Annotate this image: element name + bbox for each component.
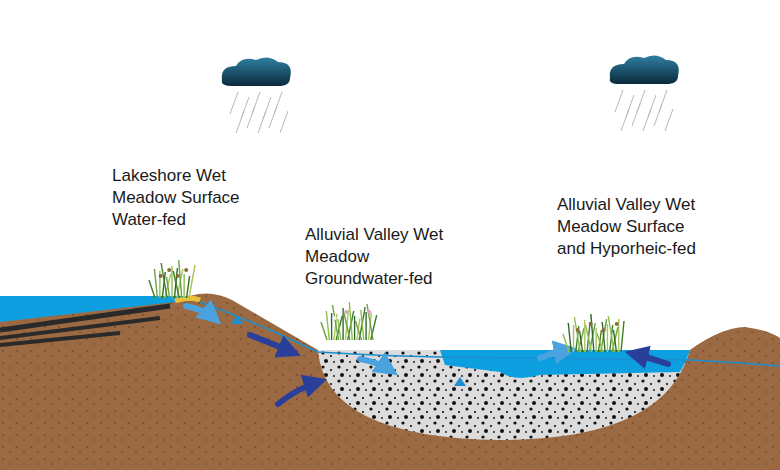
water-table-marker: [454, 377, 466, 386]
valley-water: [440, 350, 690, 378]
rain-streaks: [230, 90, 673, 133]
rain-cloud: [222, 57, 291, 86]
flow-arrows: [186, 306, 668, 404]
meadow-type-label: Alluvial Valley Wet Meadow Groundwater-f…: [305, 224, 455, 290]
water-table-marker: [231, 315, 243, 324]
alluvial-gravel: [318, 350, 690, 440]
meadow-type-label: Lakeshore Wet Meadow Surface Water-fed: [112, 165, 262, 231]
ground-soil: [0, 293, 780, 470]
rain-cloud: [610, 55, 679, 84]
water-table-line: [200, 302, 780, 366]
sediment-layers: [0, 298, 200, 345]
meadow-type-label: Alluvial Valley Wet Meadow Surface and H…: [557, 194, 697, 260]
